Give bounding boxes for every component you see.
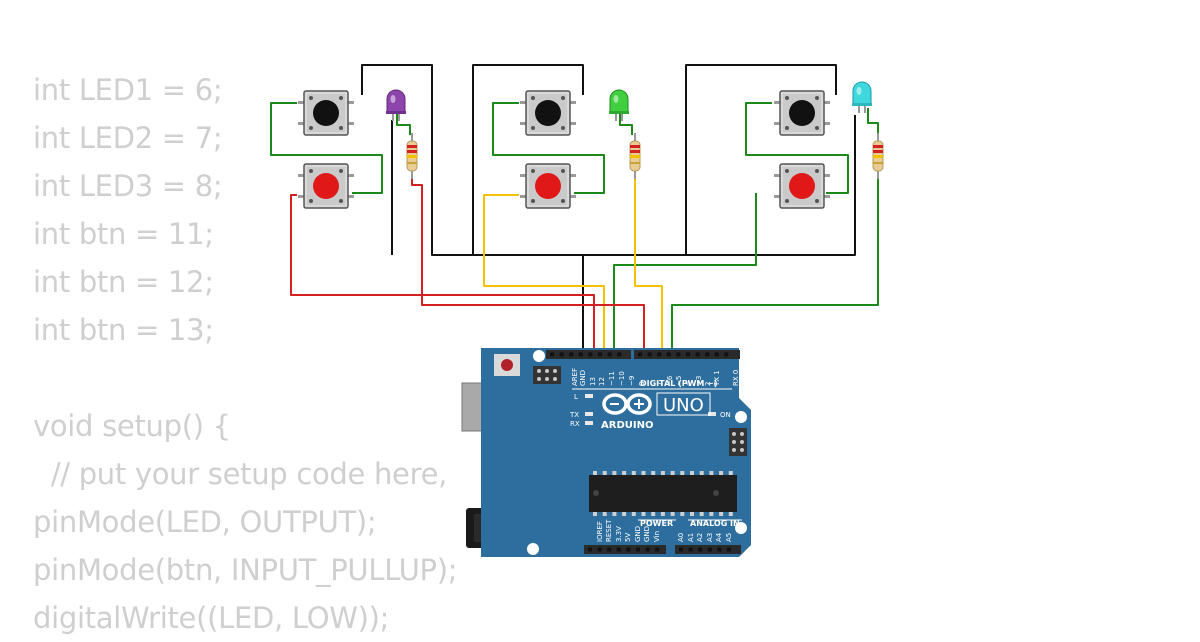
- pin-label: 12: [598, 377, 606, 386]
- resistor-icon: [406, 132, 418, 180]
- pin-label: 4: [685, 381, 693, 386]
- wire-black: [361, 64, 856, 256]
- pin-label: GND: [643, 526, 651, 542]
- pin-label: IOREF: [596, 521, 604, 542]
- wire-green: [619, 112, 633, 135]
- pin-label: 2: [704, 382, 712, 386]
- wire-green: [671, 108, 879, 352]
- code-editor: int LED1 = 6; int LED2 = 7; int LED3 = 8…: [33, 66, 458, 642]
- board-brand: ARDUINO: [601, 420, 653, 431]
- wire-green: [492, 102, 605, 194]
- wire-red: [290, 194, 595, 352]
- pin-label: ~11: [608, 371, 616, 386]
- wire-green: [745, 102, 849, 194]
- led-cyan-icon: [852, 81, 872, 113]
- microcontroller-chip-icon: [589, 471, 737, 516]
- wire-red: [411, 175, 645, 352]
- pushbutton-black-icon[interactable]: [773, 90, 831, 136]
- power-header: [584, 545, 741, 554]
- board-model: UNO: [663, 395, 704, 416]
- tx-led-label: TX: [569, 411, 579, 419]
- pushbutton-black-icon[interactable]: [519, 90, 577, 136]
- pin-label: A4: [715, 532, 723, 542]
- pin-label: 5V: [624, 533, 632, 542]
- code-line: int btn = 12;: [33, 265, 214, 299]
- wire-black: [472, 64, 584, 95]
- l-led-label: L: [574, 393, 578, 401]
- resistor-icon: [872, 132, 884, 180]
- pushbutton-red-icon[interactable]: [773, 163, 831, 209]
- pushbutton-black-icon[interactable]: [297, 90, 355, 136]
- digital-label: DIGITAL (PWM ~): [640, 379, 718, 388]
- pin-label: GND: [634, 526, 642, 542]
- pin-label: A0: [677, 533, 685, 542]
- pin-label: ~9: [628, 376, 636, 386]
- pin-label: A5: [725, 533, 733, 542]
- code-line: int btn = 11;: [33, 217, 214, 251]
- pin-label: RX 0: [732, 370, 740, 386]
- code-line: pinMode(btn, INPUT_PULLUP);: [33, 553, 458, 587]
- pin-label: TX 1: [713, 370, 721, 387]
- code-line: pinMode(LED, OUTPUT);: [33, 505, 377, 539]
- pin-label: A2: [696, 533, 704, 542]
- power-label: POWER: [640, 519, 673, 528]
- icsp-header-icon: [533, 366, 747, 456]
- code-line: int LED3 = 8;: [33, 169, 223, 203]
- wire-green: [613, 193, 757, 352]
- arduino-logo-icon: [602, 393, 652, 415]
- pin-label: A1: [687, 533, 695, 542]
- pin-label: 13: [589, 377, 597, 386]
- led-green-icon: [609, 89, 629, 121]
- wire-black: [685, 64, 837, 95]
- code-line: int LED1 = 6;: [33, 73, 223, 107]
- pin-label: 7: [656, 382, 664, 386]
- pin-label: GND: [579, 370, 587, 386]
- wires: [270, 64, 879, 352]
- analog-label: ANALOG IN: [690, 519, 740, 528]
- pin-label: RESET: [605, 519, 613, 542]
- pushbutton-red-icon[interactable]: [519, 163, 577, 209]
- led-purple-icon: [386, 89, 406, 121]
- pin-label: ~5: [675, 376, 683, 386]
- code-line: int btn = 13;: [33, 313, 214, 347]
- pin-label: ~3: [695, 376, 703, 386]
- rx-led-label: RX: [570, 420, 580, 428]
- code-line: void setup() {: [33, 409, 231, 443]
- pushbutton-red-icon[interactable]: [297, 163, 355, 209]
- pin-label: Vin: [653, 531, 661, 542]
- digital-header: [546, 350, 740, 359]
- on-led-label: ON: [720, 411, 731, 419]
- pin-label: 3.3V: [615, 526, 623, 542]
- wire-green: [270, 102, 383, 194]
- wire-yellow: [634, 175, 663, 352]
- pin-label: 8: [638, 382, 646, 386]
- wire-yellow: [483, 194, 605, 352]
- pin-label: AREF: [571, 368, 579, 386]
- wire-green: [396, 112, 411, 135]
- resistor-icon: [629, 132, 641, 180]
- pin-label: ~10: [618, 371, 626, 386]
- pin-label: ~6: [666, 375, 674, 386]
- code-line: int LED2 = 7;: [33, 121, 223, 155]
- code-line: digitalWrite((LED, LOW));: [33, 601, 390, 635]
- pin-label: A3: [706, 533, 714, 542]
- code-line: // put your setup code here,: [33, 457, 448, 491]
